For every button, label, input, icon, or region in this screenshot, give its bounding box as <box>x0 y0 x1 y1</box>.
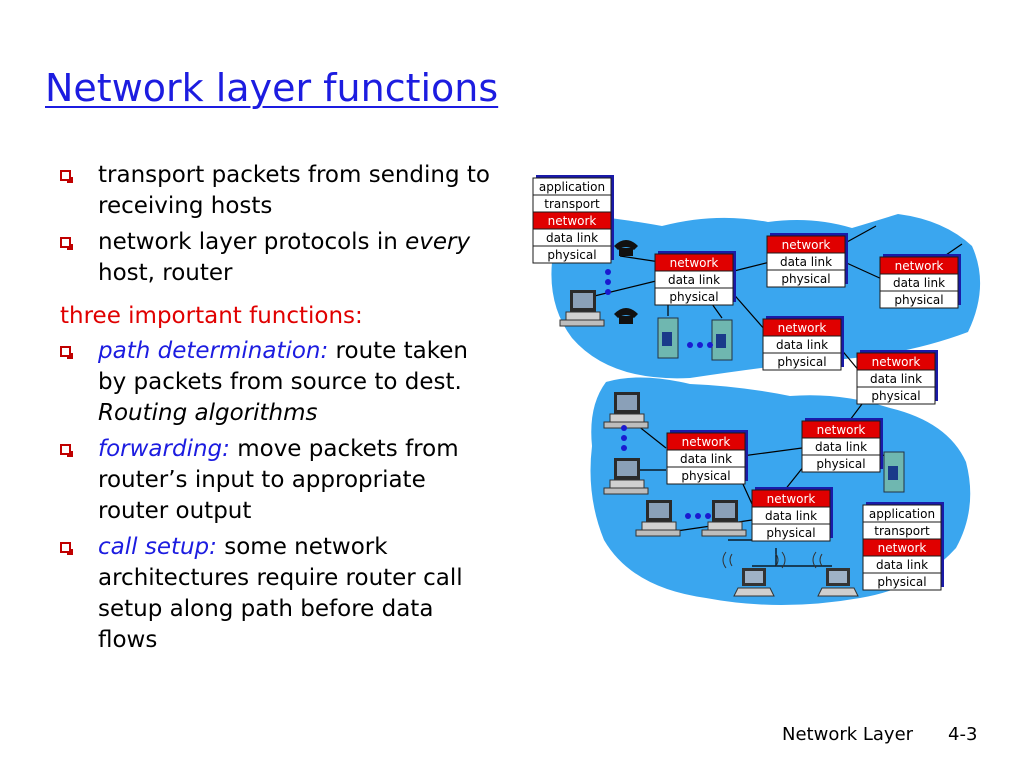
layer-box <box>801 454 881 473</box>
router-protocol-stack: network data link physical <box>879 254 961 309</box>
layer-box <box>654 287 734 306</box>
page-title: Network layer functions <box>45 66 499 110</box>
layer-label-network: network <box>878 541 927 555</box>
router-protocol-stack: network data link physical <box>666 430 748 485</box>
bullet-text: some network architectures require route… <box>98 534 463 653</box>
layer-label-network: network <box>548 214 597 228</box>
layer-label-data-link: data link <box>780 255 832 269</box>
layer-label-application: application <box>869 507 935 521</box>
layer-box <box>862 572 942 591</box>
layer-label-application: application <box>539 180 605 194</box>
layer-label-data-link: data link <box>876 558 928 572</box>
layer-label-data-link: data link <box>815 440 867 454</box>
layer-label-network: network <box>682 435 731 449</box>
layer-label-network: network <box>778 321 827 335</box>
layer-label-physical: physical <box>877 575 926 589</box>
router-protocol-stack: network data link physical <box>856 350 938 405</box>
layer-box <box>856 386 936 405</box>
layer-box <box>666 466 746 485</box>
protocol-stacks: application transport network data link phys… <box>532 175 961 591</box>
layer-box <box>762 352 842 371</box>
bullet-call-setup: call setup: some network architectures r… <box>60 532 500 656</box>
layer-label-data-link: data link <box>680 452 732 466</box>
layer-label-network: network <box>782 238 831 252</box>
layer-label-physical: physical <box>766 526 815 540</box>
layer-label-physical: physical <box>681 469 730 483</box>
functions-heading: three important functions: <box>60 303 363 329</box>
layer-label-physical: physical <box>547 248 596 262</box>
router-protocol-stack: network data link physical <box>766 233 848 288</box>
router-protocol-stack: network data link physical <box>801 418 883 473</box>
layer-label-physical: physical <box>669 290 718 304</box>
layer-label-transport: transport <box>544 197 600 211</box>
footer-page-number: 4-3 <box>948 724 978 745</box>
layer-box <box>751 523 831 542</box>
layer-label-physical: physical <box>781 272 830 286</box>
router-protocol-stack: network data link physical <box>751 487 833 542</box>
layer-label-physical: physical <box>871 389 920 403</box>
ellipsis-dots <box>605 269 713 519</box>
bullet-term: call setup: <box>98 534 217 560</box>
layer-label-network: network <box>767 492 816 506</box>
bullet-text: transport packets from sending to receiv… <box>98 162 490 219</box>
layer-label-data-link: data link <box>765 509 817 523</box>
server-icon <box>711 319 733 361</box>
layer-label-data-link: data link <box>893 276 945 290</box>
layer-label-data-link: data link <box>668 273 720 287</box>
server-icon <box>657 317 679 359</box>
bullet-icon <box>60 237 73 250</box>
bullet-icon <box>60 346 73 359</box>
layer-label-network: network <box>670 256 719 270</box>
bullet-term: path determination: <box>98 338 329 364</box>
layer-label-data-link: data link <box>776 338 828 352</box>
bullet-protocols: network layer protocols in every host, r… <box>60 227 500 289</box>
bullet-icon <box>60 170 73 183</box>
bullet-emphasis: Routing algorithms <box>98 400 318 426</box>
bullet-text: host, router <box>98 260 233 286</box>
bullet-text: network layer protocols in <box>98 229 406 255</box>
layer-label-physical: physical <box>816 457 865 471</box>
bullet-text: route taken by packets from source to de… <box>98 338 468 395</box>
bullet-forwarding: forwarding: move packets from router’s i… <box>60 434 500 527</box>
layer-label-network: network <box>872 355 921 369</box>
router-protocol-stack: network data link physical <box>762 316 844 371</box>
wireless-icon <box>722 551 823 569</box>
bullet-list: transport packets from sending to receiv… <box>60 160 500 661</box>
layer-label-data-link: data link <box>870 372 922 386</box>
layer-box <box>879 290 959 309</box>
footer-chapter: Network Layer <box>782 724 914 745</box>
bullet-path-determination: path determination: route taken by packe… <box>60 336 500 429</box>
layer-label-network: network <box>817 423 866 437</box>
layer-box <box>532 245 612 264</box>
layer-label-data-link: data link <box>546 231 598 245</box>
layer-label-physical: physical <box>894 293 943 307</box>
host-protocol-stack: application transport network data link phys… <box>532 175 614 264</box>
server-icon <box>883 451 905 493</box>
router-protocol-stack: network data link physical <box>654 251 736 306</box>
host-protocol-stack: application transport network data link phys… <box>862 502 944 591</box>
layer-label-physical: physical <box>777 355 826 369</box>
bullet-icon <box>60 542 73 555</box>
layer-label-network: network <box>895 259 944 273</box>
bullet-transport-packets: transport packets from sending to receiv… <box>60 160 500 222</box>
bullet-emphasis: every <box>405 229 471 255</box>
layer-label-transport: transport <box>874 524 930 538</box>
bullet-text: move packets from router’s input to appr… <box>98 436 459 524</box>
bullet-term: forwarding: <box>98 436 230 462</box>
bullet-icon <box>60 444 73 457</box>
layer-box <box>766 269 846 288</box>
